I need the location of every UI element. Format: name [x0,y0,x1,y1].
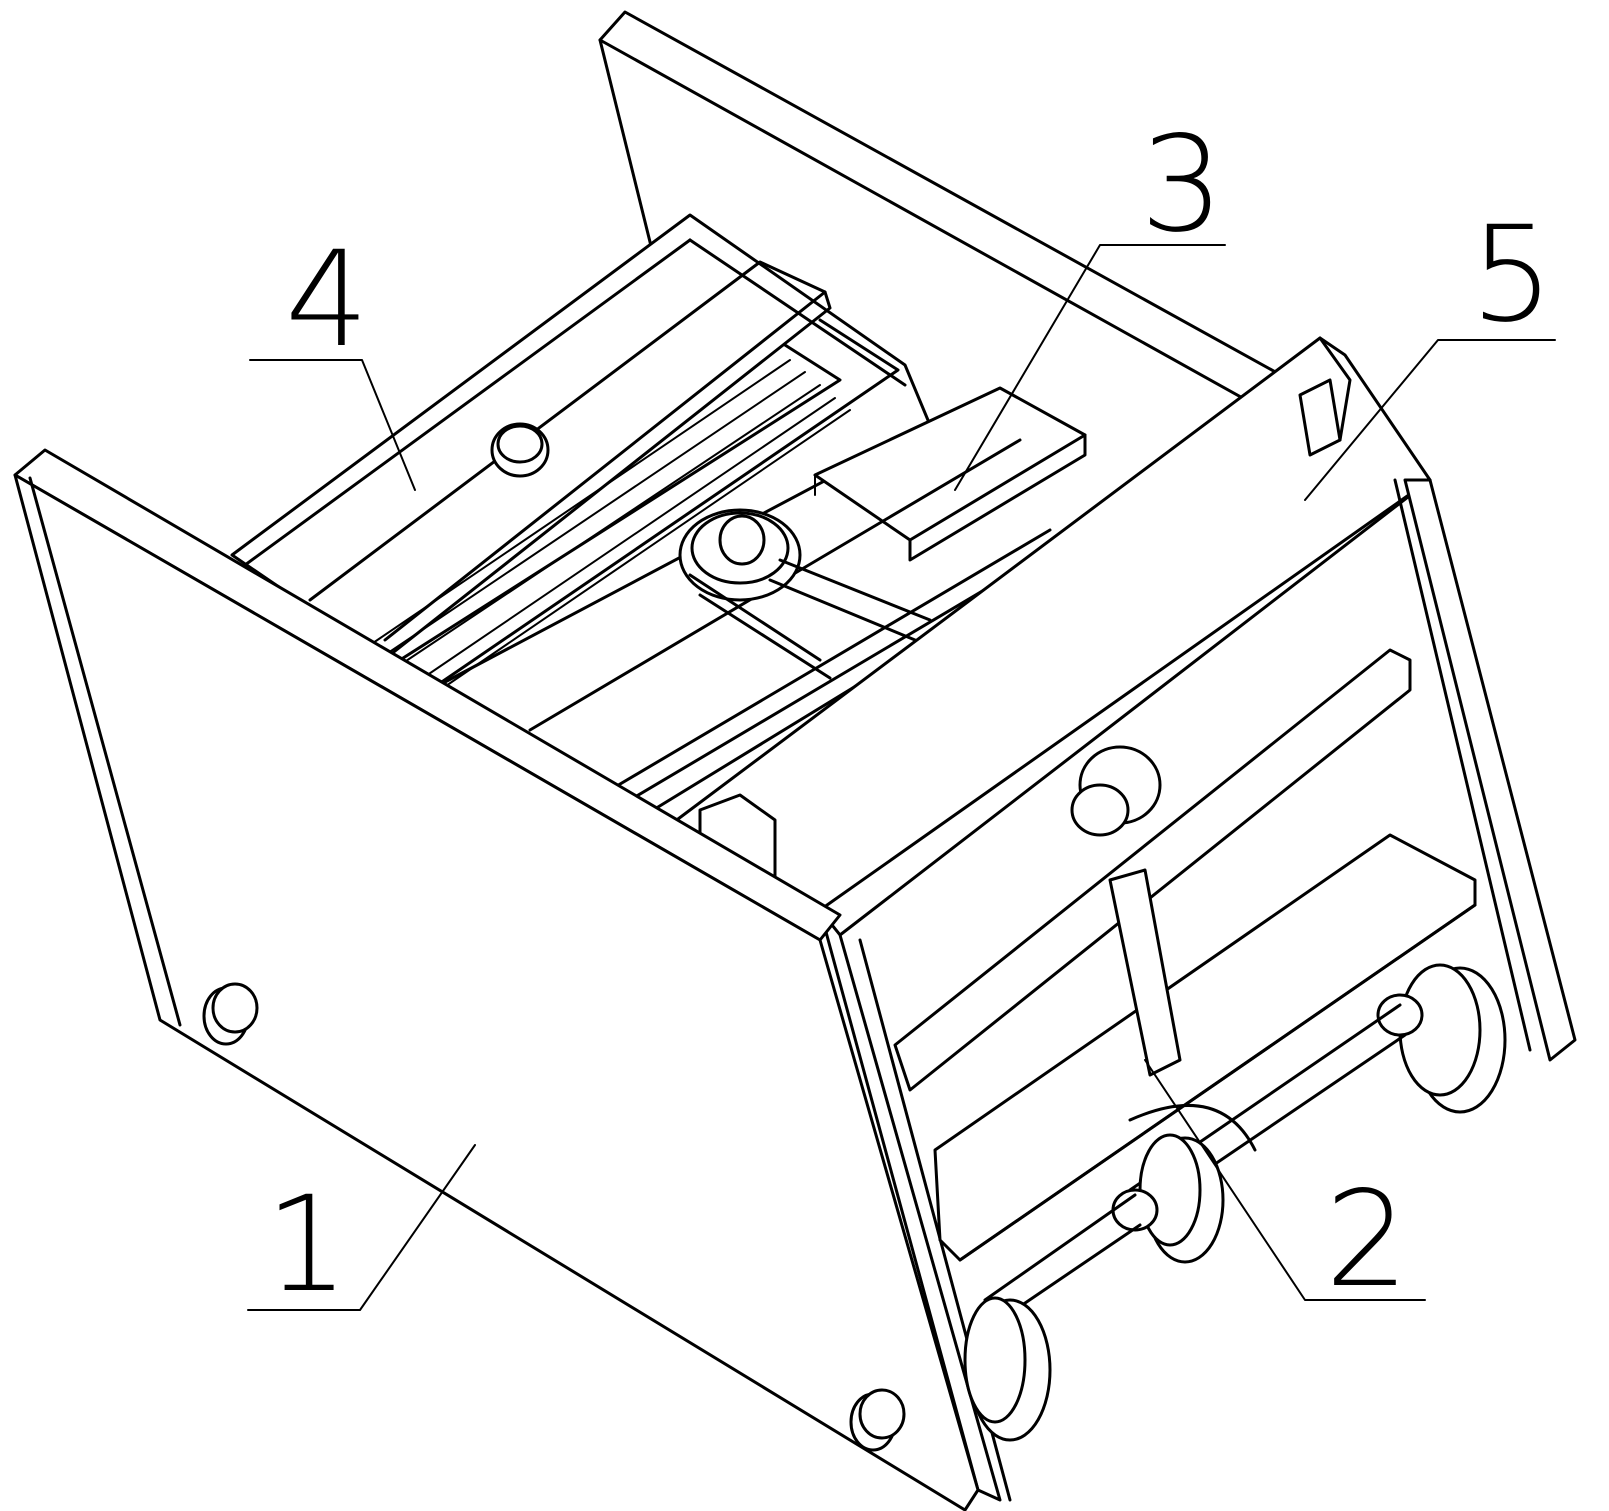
front-plate [13,448,980,1511]
callout-1-label: 1 [265,1168,349,1322]
roller-assembly [963,745,1507,1442]
side-frame [648,336,1577,1502]
callout-2-label: 2 [1325,1163,1409,1317]
slide-block [813,386,1087,562]
belt-drive [490,422,932,680]
callout-5-label: 5 [1470,198,1554,352]
upper-frame [230,213,932,692]
callout-4-label: 4 [285,223,369,377]
callout-leaders [247,244,1556,1311]
callout-3-label: 3 [1140,108,1224,262]
